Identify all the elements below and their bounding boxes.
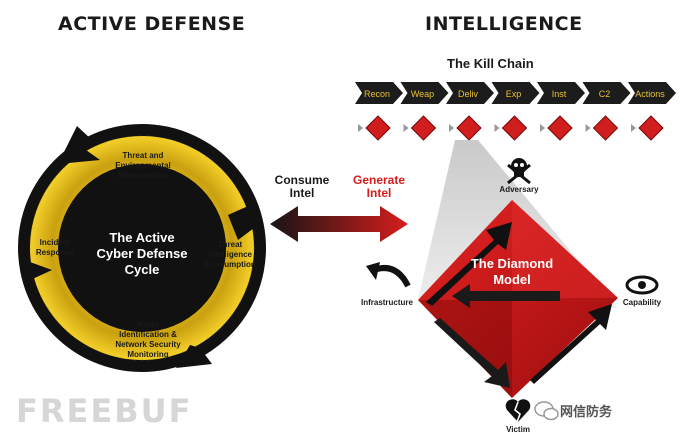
kill-chain: Recon Weap Deliv Exp Inst C2 Actions <box>355 82 676 141</box>
kill-chain-chevron <box>355 82 403 104</box>
cycle-arrow-right <box>228 206 262 240</box>
kill-chain-phase-label: Inst <box>552 89 567 99</box>
kill-chain-chevron <box>628 82 676 104</box>
diamond-arrow-upper-left <box>426 222 512 306</box>
kill-chain-phase-label: Exp <box>506 89 522 99</box>
broken-heart-icon <box>505 399 531 423</box>
adversary-label: Adversary <box>499 185 539 194</box>
kill-chain-phase-label: Actions <box>635 89 665 99</box>
freebuf-watermark: FREEBUF <box>16 392 193 430</box>
victim-label: Victim <box>506 425 530 434</box>
kill-chain-connector <box>540 124 545 132</box>
kill-chain-phase-recon: Recon <box>355 82 403 141</box>
kill-chain-connector <box>494 124 500 132</box>
cycle-arrow-bottom <box>176 345 212 368</box>
generate-intel-label: Generate Intel <box>352 173 406 200</box>
kill-chain-phase-actions: Actions <box>628 82 676 141</box>
eye-icon <box>625 275 659 295</box>
kill-chain-connector <box>358 124 363 132</box>
kill-chain-title: The Kill Chain <box>447 56 534 71</box>
cycle-inner-disk <box>58 164 226 332</box>
kill-chain-diamond <box>501 115 528 141</box>
kill-chain-connector <box>631 124 636 132</box>
diamond-model-title: The Diamond Model <box>470 256 554 287</box>
cycle-arrow-top-left <box>58 126 100 164</box>
kill-chain-chevron <box>400 82 449 104</box>
stage-threat-intelligence-consumption: Threat Intelligence Consumption <box>204 240 256 269</box>
diamond-center-arrow <box>452 284 560 308</box>
kill-chain-chevron <box>537 82 585 104</box>
kill-chain-phase-deliv: Deliv <box>446 82 494 141</box>
consume-intel-label: Consume Intel <box>274 173 330 200</box>
infrastructure-label: Infrastructure <box>360 298 413 307</box>
capability-label: Capability <box>622 298 662 307</box>
kill-chain-phase-label: Deliv <box>458 89 479 99</box>
kill-chain-connector <box>403 124 409 132</box>
kill-chain-diamond <box>592 115 619 141</box>
kill-chain-phase-weap: Weap <box>400 82 449 141</box>
diamond-arrow-lower-left <box>434 318 510 388</box>
wechat-watermark-text: 网信防务 <box>560 405 613 420</box>
active-defense-cycle <box>18 124 266 372</box>
kill-chain-chevron <box>491 82 540 104</box>
kill-chain-chevron <box>446 82 494 104</box>
diamond-model <box>418 200 618 398</box>
kill-chain-diamond <box>365 115 391 141</box>
kill-chain-phase-exp: Exp <box>491 82 540 141</box>
curved-arrow-icon <box>366 262 411 288</box>
diamond-arrow-lower-right <box>530 304 612 384</box>
kill-chain-chevron <box>582 82 631 104</box>
cycle-arrow-left <box>26 262 52 282</box>
consume-generate-arrow <box>270 206 408 242</box>
intelligence-title: INTELLIGENCE <box>425 13 583 35</box>
kill-chain-phase-c2: C2 <box>582 82 631 141</box>
stage-threat-environmental-manipulation: Threat and Environmental Manipulation <box>115 151 171 180</box>
kill-chain-phase-inst: Inst <box>537 82 585 141</box>
stage-asset-identification-monitoring: Asset Identification & Network Security … <box>115 320 181 359</box>
kill-chain-phase-label: C2 <box>599 89 611 99</box>
kill-chain-connector <box>585 124 591 132</box>
skull-icon <box>507 158 531 185</box>
active-defense-title: ACTIVE DEFENSE <box>58 13 246 35</box>
kill-chain-diamond <box>456 115 482 141</box>
kill-chain-phase-label: Weap <box>411 89 434 99</box>
kill-chain-diamond <box>410 115 437 141</box>
cycle-center-label: The Active Cyber Defense Cycle <box>96 230 188 277</box>
kill-chain-diamond <box>547 115 573 141</box>
kill-chain-connector <box>449 124 454 132</box>
wechat-icon <box>534 401 559 421</box>
kill-chain-phase-label: Recon <box>364 89 390 99</box>
stage-incident-response: Incident Response <box>35 238 75 257</box>
kill-chain-diamond <box>638 115 664 141</box>
